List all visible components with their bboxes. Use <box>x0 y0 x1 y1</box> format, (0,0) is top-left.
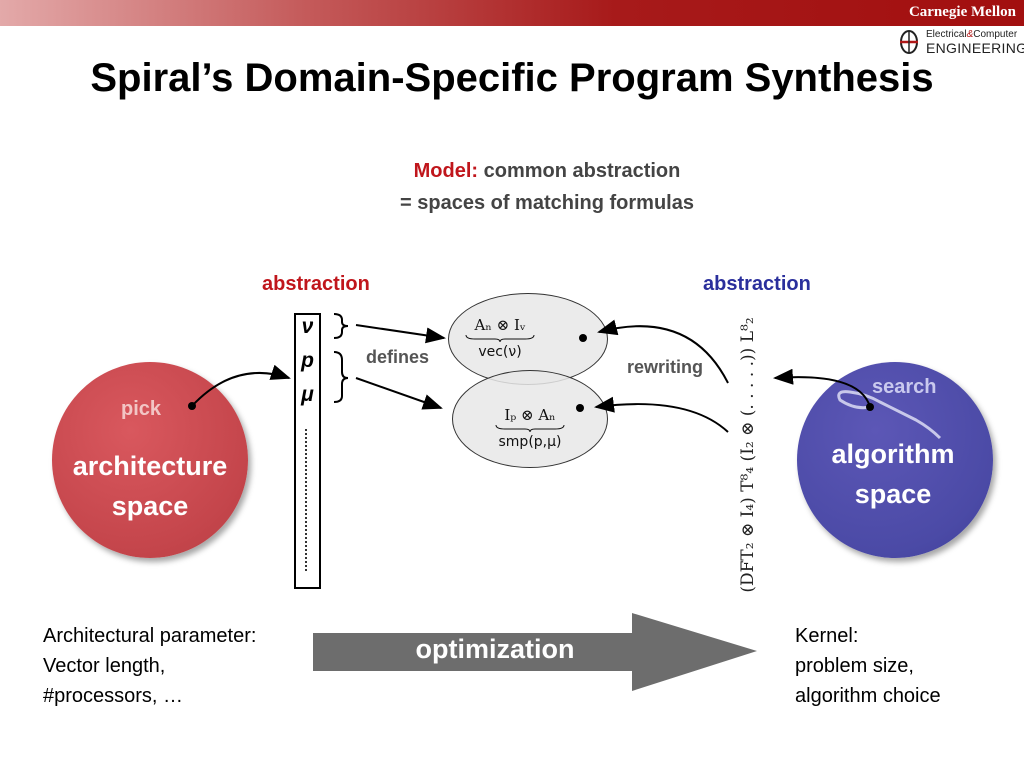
architecture-space-label: architecture space <box>72 451 228 521</box>
search-arrow <box>773 368 871 408</box>
defines-arrow-bottom <box>355 377 443 410</box>
optimization-arrow <box>313 613 757 691</box>
kernel-text: Kernel: problem size, algorithm choice <box>795 625 941 707</box>
rewrite-arrow-top <box>597 319 729 384</box>
brace-p-mu <box>333 351 349 403</box>
model-line1: Model: common abstraction <box>413 160 681 182</box>
defines-label: defines <box>366 347 430 367</box>
department-line2: ENGINEERING <box>926 40 1024 56</box>
brace-nu <box>333 313 349 339</box>
right-abstraction-label: abstraction <box>703 273 811 295</box>
pick-label: pick <box>121 398 162 420</box>
model-line2: = spaces of matching formulas <box>400 192 694 214</box>
institution-name: Carnegie Mellon <box>908 4 1016 20</box>
defines-arrow-top <box>355 324 446 344</box>
algorithm-space-circle <box>797 362 993 558</box>
param-mu: μ <box>301 383 314 406</box>
param-vector-length: ν <box>301 315 314 338</box>
rewrite-dot-bottom <box>576 404 584 412</box>
ece-logo: Electrical&Computer ENGINEERING <box>896 28 1024 56</box>
param-ellipsis <box>305 429 309 571</box>
rewrite-dot-top <box>579 334 587 342</box>
search-path-icon <box>837 390 942 440</box>
rewrite-arrow-bottom <box>594 396 729 433</box>
architectural-parameter-text: Architectural parameter: Vector length, … <box>43 625 257 707</box>
smp-formula: Iₚ ⊗ Aₙ smp(p,μ) <box>490 406 570 450</box>
algorithm-space-label: algorithm space <box>831 439 955 509</box>
ece-logo-icon <box>900 30 918 54</box>
architecture-space-circle <box>52 362 248 558</box>
parameter-column: ν p μ <box>294 313 321 589</box>
top-banner: Carnegie Mellon <box>0 0 1024 26</box>
vector-formula: Aₙ ⊗ Iᵥ vec(ν) <box>460 316 540 360</box>
department-line1: Electrical&Computer <box>926 29 1018 40</box>
smp-formula-space <box>452 370 608 468</box>
search-label: search <box>872 376 937 398</box>
param-processors: p <box>301 349 314 372</box>
left-abstraction-label: abstraction <box>262 273 370 295</box>
pick-arrow <box>191 364 291 407</box>
rewriting-label: rewriting <box>627 357 704 377</box>
optimization-label: optimization <box>415 634 575 664</box>
slide-title: Spiral’s Domain-Specific Program Synthes… <box>90 56 934 100</box>
